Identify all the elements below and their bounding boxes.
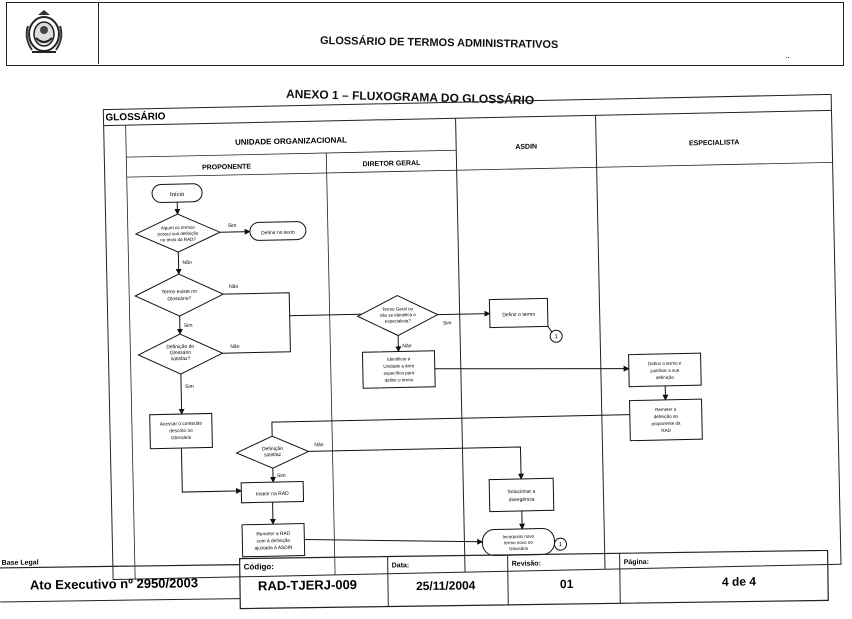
node-specialist-send [629, 398, 703, 442]
flow-text: definição [656, 375, 675, 380]
flow-text: Definição do [166, 344, 194, 351]
document-header [6, 2, 844, 66]
node-define-in-text [249, 221, 307, 241]
flow-text: com a definição [257, 538, 291, 545]
flow-text: proponente da [651, 421, 681, 427]
flow-text: Definir no texto [261, 230, 295, 237]
footer-rev-label: Revisão: [512, 560, 541, 567]
flow-text: justificar a sua [649, 368, 679, 374]
footer-page-value: 4 de 4 [722, 574, 757, 588]
footer-base-label: Base Legal [2, 559, 39, 567]
flow-text: Não [314, 442, 324, 448]
pool-frame [102, 93, 842, 581]
flow-text: Unidade a área [383, 363, 414, 369]
flow-text: RAD [661, 428, 671, 433]
header-divider [98, 2, 99, 64]
connector-1-end [554, 537, 568, 551]
flow-text: termo novo no [504, 540, 533, 546]
flow-text: Não [402, 343, 412, 349]
lane-group-label: UNIDADE ORGANIZACIONAL [235, 136, 347, 147]
node-define-term [488, 297, 549, 329]
flow-text: Sim [184, 323, 193, 329]
flow-text: Sim [443, 320, 452, 326]
footer-code-value: RAD-TJERJ-009 [258, 577, 357, 593]
footer-base-value: Ato Executivo nº 2950/2003 [30, 575, 198, 592]
node-solve-divergence [488, 477, 555, 513]
lane-especialista: ESPECIALISTA [689, 139, 740, 147]
flow-text: Não [230, 344, 240, 350]
flow-text: definir o termo [385, 377, 414, 383]
flow-text: Sim [228, 223, 237, 229]
flow-text: Termo Geral ou [382, 306, 414, 312]
flow-text: não se identifica o [379, 312, 416, 318]
flow-text: Solucionar a [507, 489, 535, 496]
flow-text: Definir o termo e [648, 361, 682, 367]
flow-text: Glossário [509, 546, 529, 551]
flow-text: no texto da RAD? [160, 237, 196, 243]
flow-text: Definir o termo [502, 312, 535, 319]
footer-date-label: Data: [392, 562, 410, 569]
flow-text: 1 [554, 334, 558, 340]
flow-text: Não [182, 260, 192, 266]
flow-text: Identificar a [387, 356, 411, 361]
flow-text: Glossário? [167, 296, 191, 303]
flow-text: Remeter a [655, 407, 677, 412]
lane-diretor-geral: DIRETOR GERAL [363, 160, 422, 168]
flow-text: Glossário [171, 435, 192, 441]
footer-page-label: Página: [624, 559, 649, 566]
flow-text: específica para [384, 370, 415, 376]
flow-text: 1 [559, 542, 563, 548]
lane-asdin: ASDIN [515, 144, 537, 151]
document-footer: Base Legal Ato Executivo nº 2950/2003 Có… [0, 550, 829, 610]
flow-text: Termo existe no [161, 289, 197, 296]
flow-text: Definição [262, 446, 283, 452]
flow-text: possui sua definição [157, 231, 198, 237]
flow-text: Acessar o conteúdo [160, 421, 203, 428]
footer-rev-value: 01 [560, 577, 574, 591]
footer-date-value: 25/11/2004 [416, 578, 476, 593]
flow-text: Algum os termos [161, 225, 196, 231]
flow-text: ajustada à ASDIN [255, 545, 294, 552]
corner-mark: .. [785, 50, 791, 60]
flow-text: Glossário [170, 350, 191, 356]
flow-text: definição ao [654, 414, 679, 420]
flow-text: satisfaz [264, 452, 282, 458]
flow-text: divergência [509, 497, 535, 504]
flow-text: Início [170, 192, 185, 198]
flow-text: especialista? [385, 318, 412, 324]
flow-text: Inserir na RAD [256, 491, 289, 498]
connector-1 [549, 329, 563, 343]
flow-text: descrito no [169, 428, 193, 434]
flow-text: Incorporar novo [503, 534, 535, 540]
flow-text: Não [229, 284, 239, 290]
footer-code-label: Código: [244, 562, 274, 571]
flow-text: Remeter a RAD [256, 531, 291, 538]
pool-title: GLOSSÁRIO [105, 109, 165, 123]
lane-proponente: PROPONENTE [202, 164, 251, 172]
coat-of-arms-logo [25, 10, 63, 53]
flow-text: Sim [277, 473, 286, 479]
flow-text: Sim [185, 384, 194, 390]
flow-text: satisfaz? [171, 356, 191, 362]
